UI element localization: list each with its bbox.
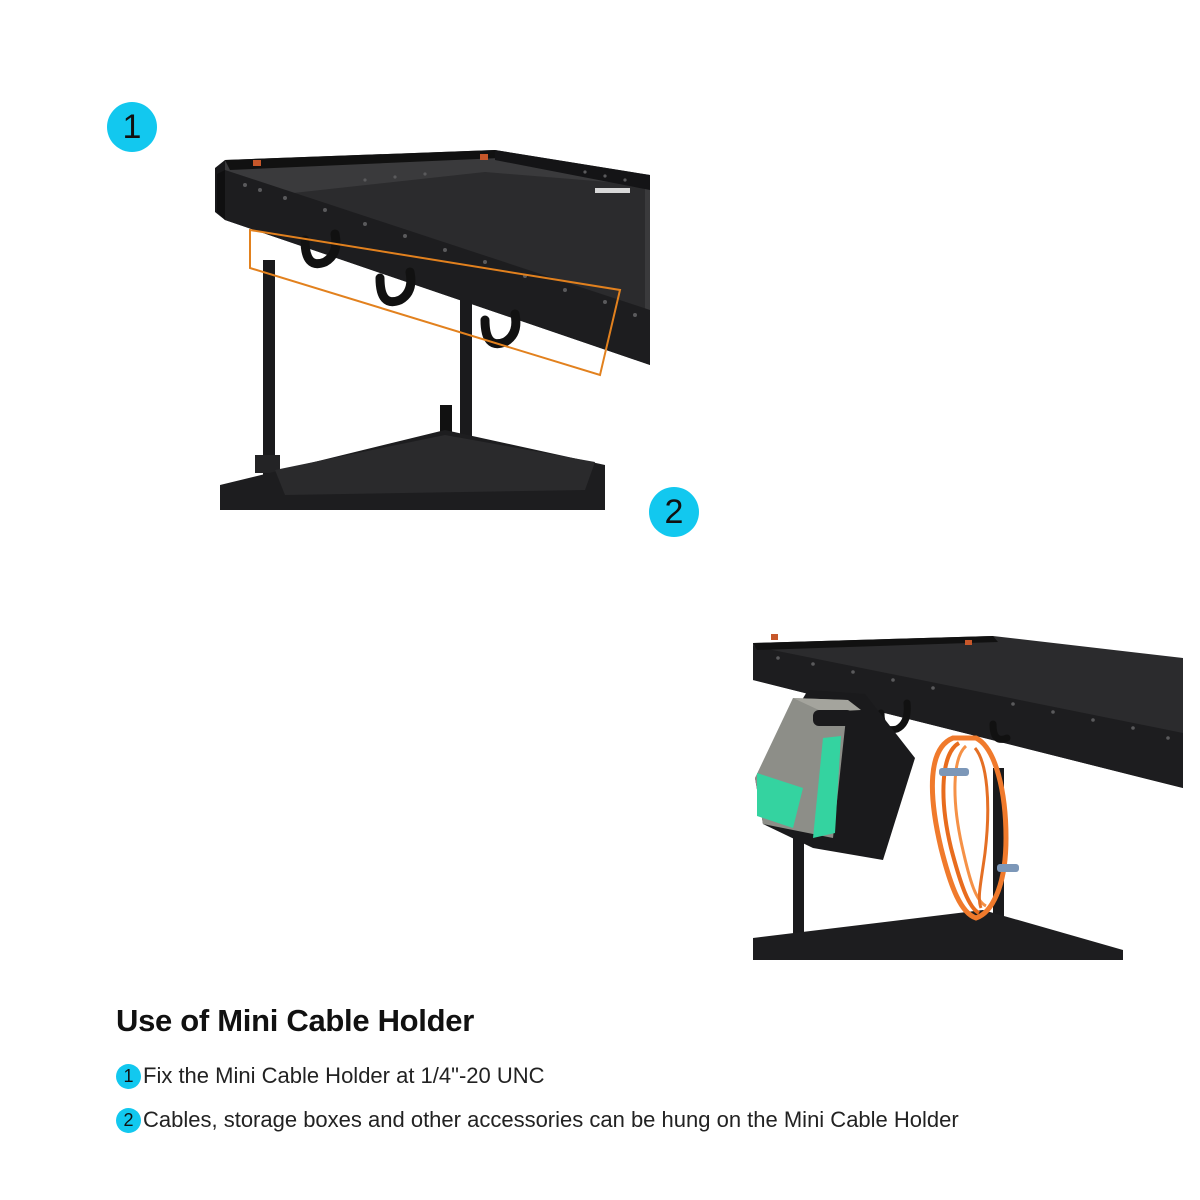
cart-hooks-icon [215, 150, 650, 510]
step-one-mini-badge: 1 [116, 1063, 141, 1089]
step-two-badge: 2 [649, 487, 699, 537]
step-line-one: 1 Fix the Mini Cable Holder at 1/4"-20 U… [116, 1063, 545, 1089]
caption-title: Use of Mini Cable Holder [116, 1003, 474, 1038]
cart-hooks-photo [205, 150, 655, 510]
cart-load-photo [753, 628, 1183, 960]
step-line-two: 2 Cables, storage boxes and other access… [116, 1107, 959, 1133]
cart-with-power-station-and-cable-icon [753, 634, 1183, 960]
step-two-mini-badge: 2 [116, 1107, 141, 1133]
step-two-text: Cables, storage boxes and other accessor… [143, 1107, 959, 1132]
step-one-badge: 1 [107, 102, 157, 152]
cropped-heading [300, 0, 900, 24]
step-one-text: Fix the Mini Cable Holder at 1/4"-20 UNC [143, 1063, 545, 1088]
